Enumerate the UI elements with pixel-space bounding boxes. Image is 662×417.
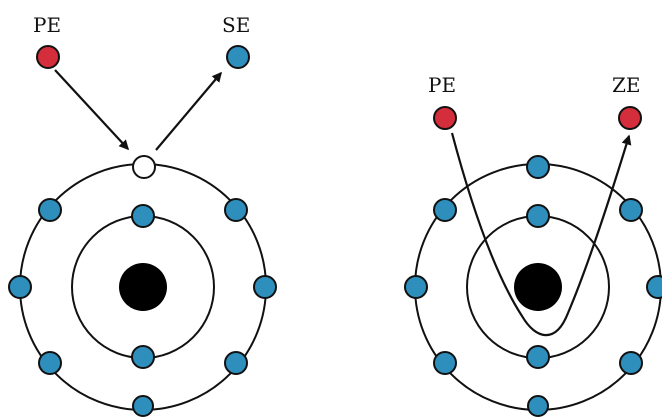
right-primary-electron — [433, 106, 457, 130]
left-atom-panel: PE SE — [8, 13, 277, 417]
right-pe-label: PE — [428, 73, 456, 97]
left-outer-electron — [224, 198, 248, 222]
right-outer-electron — [619, 198, 643, 222]
right-incident-track — [450, 132, 632, 337]
left-inner-electron — [131, 345, 155, 369]
left-outer-electron — [132, 395, 154, 417]
right-outer-electron — [646, 275, 662, 299]
left-primary-electron — [36, 45, 60, 69]
left-outer-electron — [38, 198, 62, 222]
right-zeroth-electron — [618, 106, 642, 130]
left-outer-electron — [8, 275, 32, 299]
left-vacancy — [132, 155, 156, 179]
right-atom-panel: PE ZE — [404, 73, 662, 417]
left-se-label: SE — [222, 13, 250, 37]
left-pe-label: PE — [33, 13, 61, 37]
right-inner-electron — [526, 204, 550, 228]
left-secondary-track — [155, 71, 222, 151]
right-outer-electron — [526, 155, 550, 179]
right-nucleus — [514, 263, 562, 311]
left-secondary-electron — [226, 45, 250, 69]
left-outer-electron — [38, 351, 62, 375]
right-inner-electron — [526, 345, 550, 369]
left-nucleus — [119, 263, 167, 311]
left-outer-electron — [224, 351, 248, 375]
right-ze-label: ZE — [612, 73, 641, 97]
right-outer-electron — [433, 198, 457, 222]
left-outer-electron — [253, 275, 277, 299]
right-outer-electron — [527, 395, 549, 417]
right-outer-electron — [619, 351, 643, 375]
right-outer-electron — [433, 351, 457, 375]
right-outer-electron — [404, 275, 428, 299]
left-inner-electron — [131, 204, 155, 228]
left-incident-track — [54, 69, 130, 151]
